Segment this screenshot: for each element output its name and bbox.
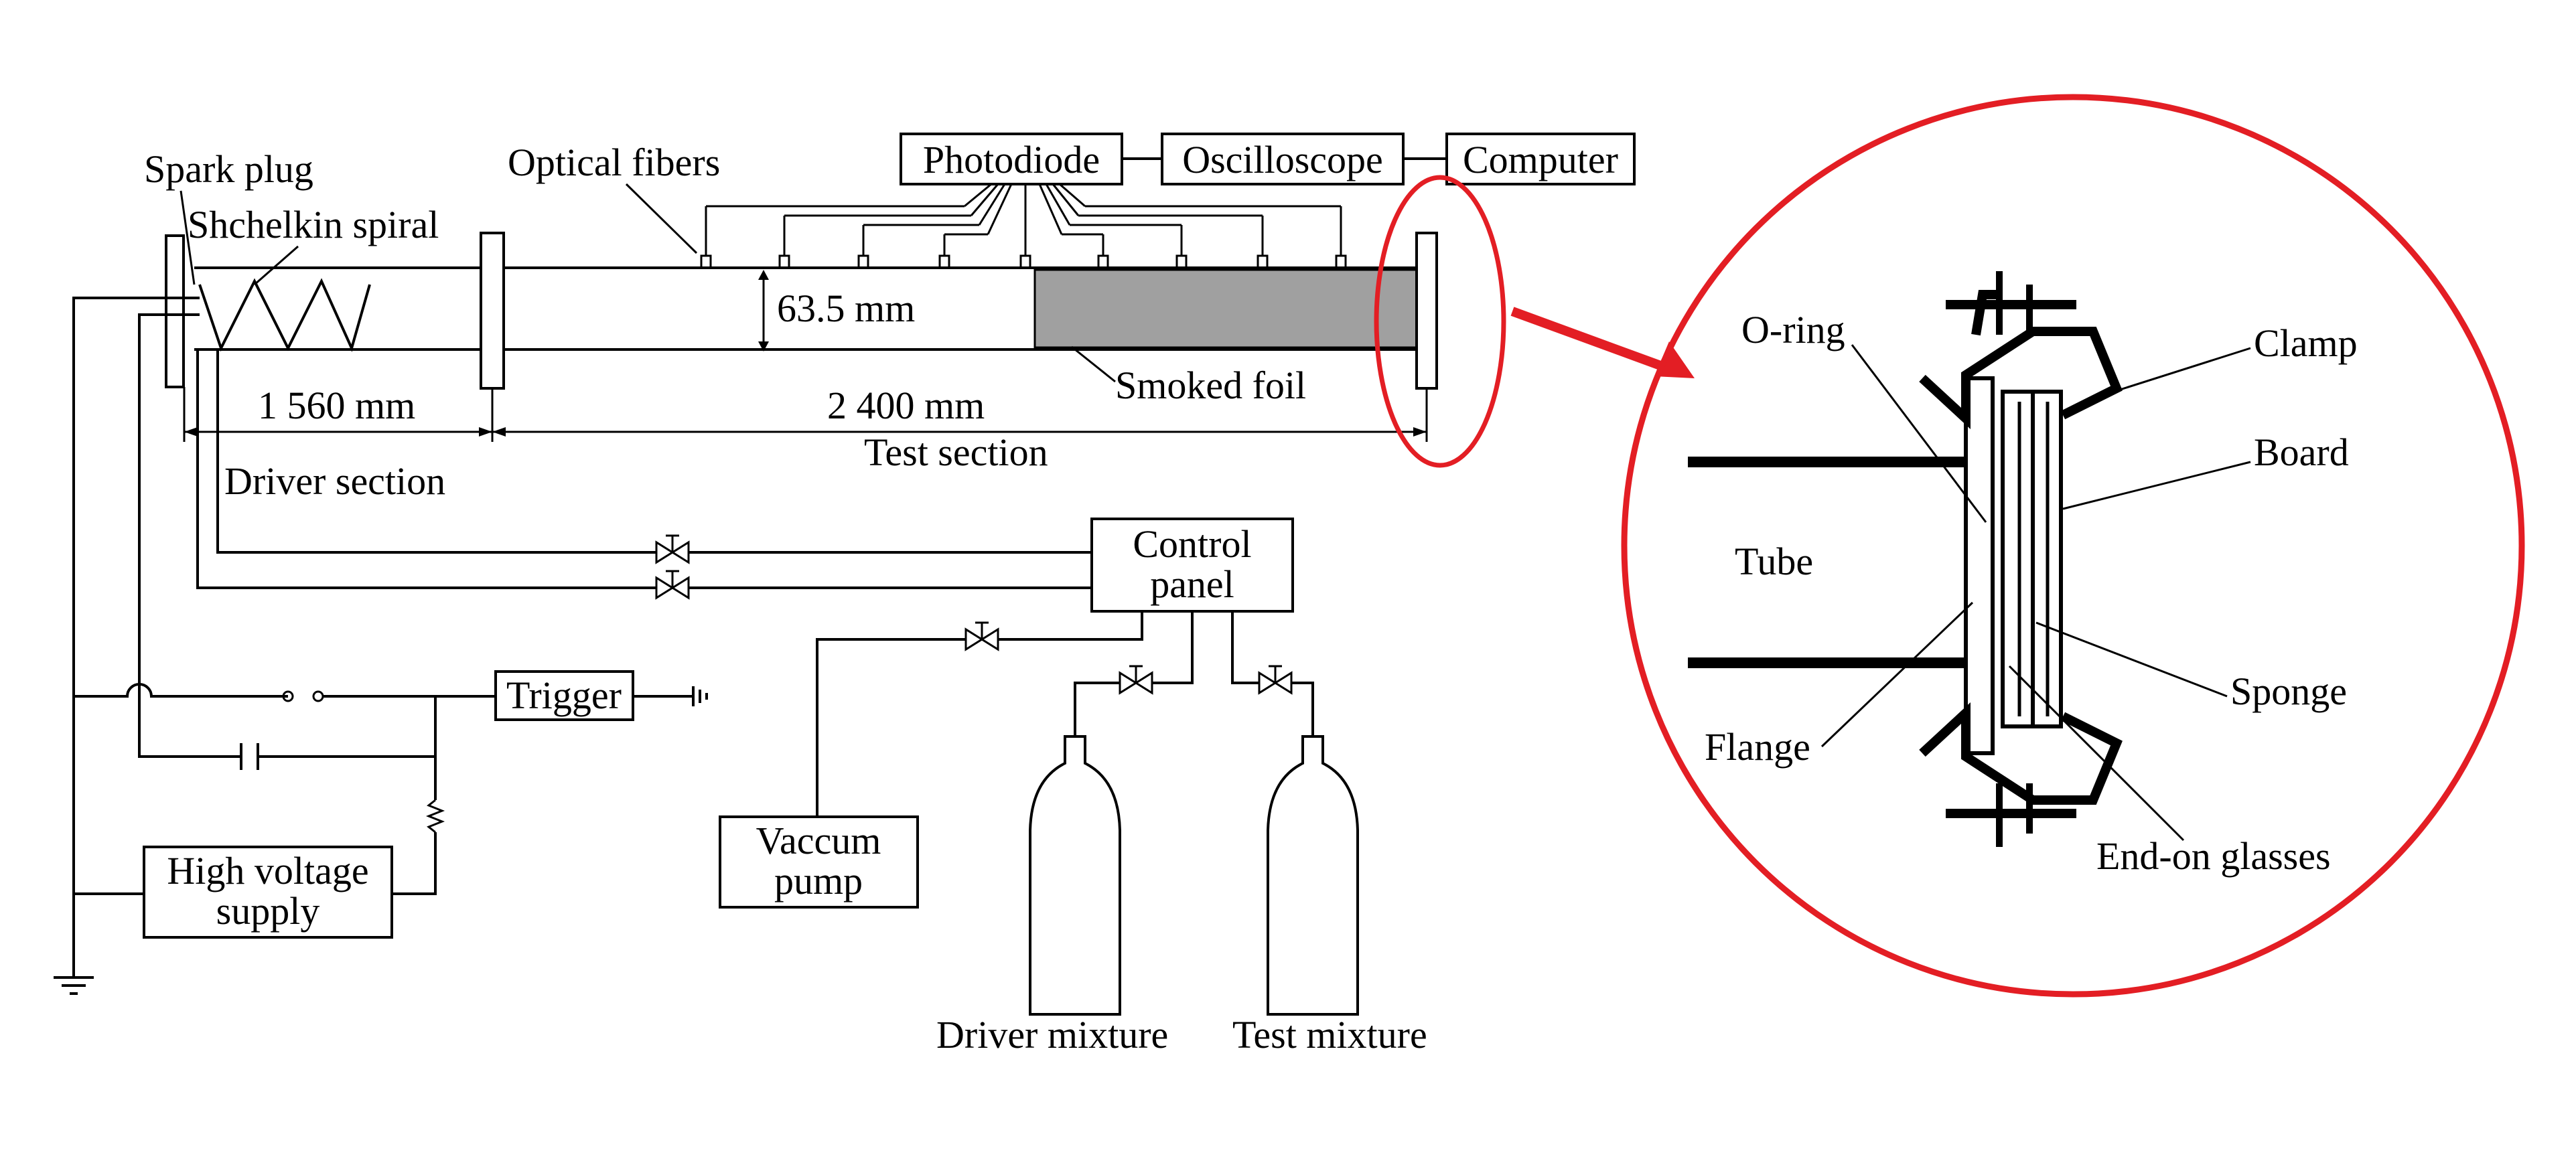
end-flange-detail [1688, 271, 2123, 847]
valve-icon[interactable] [1258, 665, 1293, 695]
shchelkin-spiral-label: Shchelkin spiral [188, 203, 439, 246]
detail-sponge-label: Sponge [2230, 670, 2347, 713]
zoom-callout [1374, 94, 2525, 998]
shchelkin-spiral [198, 278, 371, 352]
test-length-label: 2 400 mm [827, 384, 985, 427]
oscilloscope-box [1161, 133, 1405, 185]
detail-o-ring-label: O-ring [1741, 308, 1845, 351]
test-section-label: Test section [864, 430, 1048, 474]
photodiode-box [900, 133, 1123, 185]
hv-supply-label: High voltage [167, 849, 368, 892]
driver-mixture-label: Driver mixture [936, 1013, 1168, 1056]
detail-board-label: Board [2254, 430, 2349, 474]
detail-clamp-label: Clamp [2254, 321, 2358, 365]
trigger-label: Trigger [506, 674, 622, 717]
vacuum-pump-label: Vaccum [756, 819, 881, 862]
control-panel-label-2: panel [1150, 562, 1234, 606]
vacuum-pump-label-2: pump [774, 859, 863, 903]
detail-end-on-glasses-label: End-on glasses [2096, 834, 2331, 878]
right-end-flange [1415, 232, 1438, 390]
hv-supply-label-2: supply [216, 889, 320, 933]
test-mixture-label: Test mixture [1232, 1013, 1427, 1056]
ignition-circuit [54, 297, 708, 995]
smoked-foil-region [1033, 268, 1425, 349]
vacuum-pump-box [719, 815, 919, 909]
control-panel-label: Control [1133, 522, 1251, 566]
dimension-lines [183, 387, 1428, 442]
hv-supply-box [143, 846, 393, 939]
driver-length-label: 1 560 mm [258, 384, 415, 427]
oscilloscope-label: Oscilloscope [1182, 138, 1383, 181]
instrument-chain: Photodiode Oscilloscope Computer [900, 133, 1636, 185]
valve-icon[interactable] [655, 570, 690, 600]
optical-fiber-probes [700, 183, 1347, 269]
computer-label: Computer [1463, 138, 1618, 181]
optical-fibers-label: Optical fibers [508, 141, 720, 184]
spark-plug-label: Spark plug [144, 147, 313, 191]
detail-flange [1964, 376, 1995, 755]
tube-diameter-label: 63.5 mm [777, 287, 915, 330]
smoked-foil-label: Smoked foil [1115, 364, 1306, 407]
middle-flange [480, 232, 505, 390]
driver-section-label: Driver section [224, 459, 445, 503]
gas-supply-lines [196, 349, 1092, 600]
computer-box [1445, 133, 1636, 185]
detail-flange-label: Flange [1705, 725, 1810, 769]
trigger-box [494, 670, 634, 721]
valve-icon[interactable] [655, 534, 690, 564]
valve-icon[interactable] [1119, 665, 1153, 695]
photodiode-label: Photodiode [923, 138, 1100, 181]
left-end-flange [165, 234, 185, 388]
driver-mixture-bottle [1029, 735, 1121, 1016]
detail-tube-label: Tube [1735, 540, 1813, 583]
test-mixture-bottle [1267, 735, 1359, 1016]
detonation-tube [165, 232, 1438, 390]
valve-icon[interactable] [964, 621, 999, 651]
